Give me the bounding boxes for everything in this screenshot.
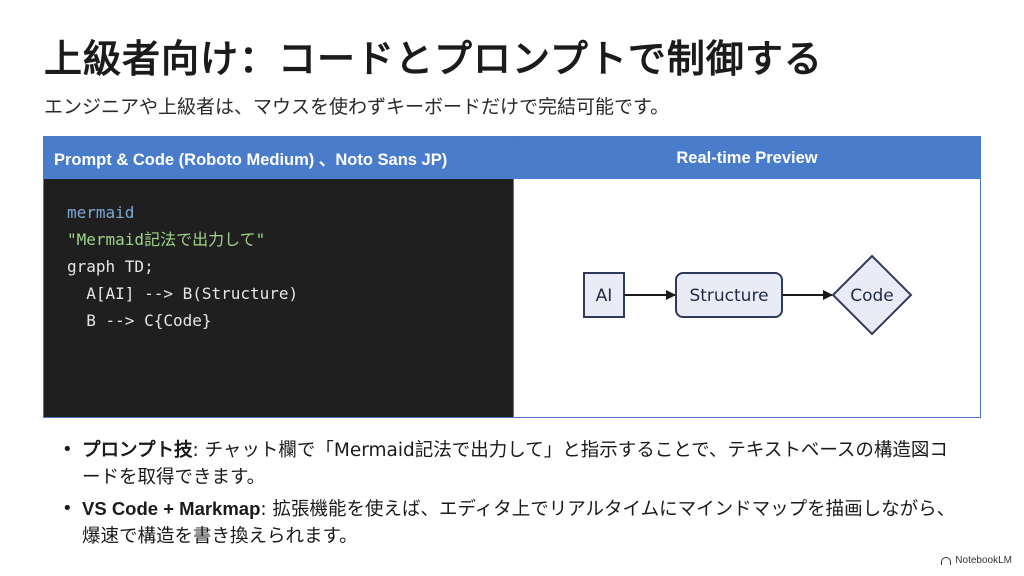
bullet-dot: • xyxy=(62,439,73,460)
bullet-vscode-markmap: • VS Code + Markmap: 拡張機能を使えば、エディタ上でリアルタ… xyxy=(62,495,962,550)
bullet-body: : 拡張機能を使えば、エディタ上でリアルタイムにマインドマップを描画しながら、爆… xyxy=(82,499,956,547)
slide-title: 上級者向け：コードとプロンプトで制御する xyxy=(44,37,823,81)
slide-subtitle: エンジニアや上級者は、マウスを使わずキーボードだけで完結可能です。 xyxy=(44,96,670,118)
node-ai: AI xyxy=(583,272,625,318)
brand-name: NotebookLM xyxy=(955,555,1012,566)
bullet-dot: • xyxy=(62,498,73,519)
code-line-edge-bc: B --> C{Code} xyxy=(67,311,212,330)
bullet-list: • プロンプト技: チャット欄で「Mermaid記法で出力して」と指示することで… xyxy=(62,436,962,554)
code-pane: Prompt & Code (Roboto Medium) 、Noto Sans… xyxy=(44,137,514,417)
code-editor: mermaid "Mermaid記法で出力して" graph TD; A[AI]… xyxy=(44,179,513,417)
notebooklm-watermark: NotebookLM xyxy=(941,555,1012,566)
notebooklm-logo-icon xyxy=(941,556,952,565)
comparison-panel: Prompt & Code (Roboto Medium) 、Noto Sans… xyxy=(43,136,981,418)
bullet-heading: プロンプト技 xyxy=(82,439,193,460)
preview-pane: Real-time Preview AI Structure xyxy=(514,137,980,417)
code-line-prompt-string: "Mermaid記法で出力して" xyxy=(67,230,266,249)
code-line-graph: graph TD; xyxy=(67,257,154,276)
bullet-prompt-technique: • プロンプト技: チャット欄で「Mermaid記法で出力して」と指示することで… xyxy=(62,436,962,491)
code-line-keyword: mermaid xyxy=(67,203,135,222)
bullet-body: : チャット欄で「Mermaid記法で出力して」と指示することで、テキストベース… xyxy=(82,440,948,488)
node-structure-label: Structure xyxy=(689,286,768,306)
code-pane-header: Prompt & Code (Roboto Medium) 、Noto Sans… xyxy=(44,137,513,179)
code-line-edge-ab: A[AI] --> B(Structure) xyxy=(67,284,299,303)
preview-canvas: AI Structure Code xyxy=(514,179,980,417)
flowchart-diagram: AI Structure Code xyxy=(583,254,913,336)
preview-pane-header: Real-time Preview xyxy=(514,137,980,179)
node-ai-label: AI xyxy=(596,286,613,306)
node-code-label: Code xyxy=(850,286,894,306)
node-code: Code xyxy=(831,254,913,336)
node-structure: Structure xyxy=(675,272,783,318)
bullet-heading: VS Code + Markmap xyxy=(82,498,261,519)
